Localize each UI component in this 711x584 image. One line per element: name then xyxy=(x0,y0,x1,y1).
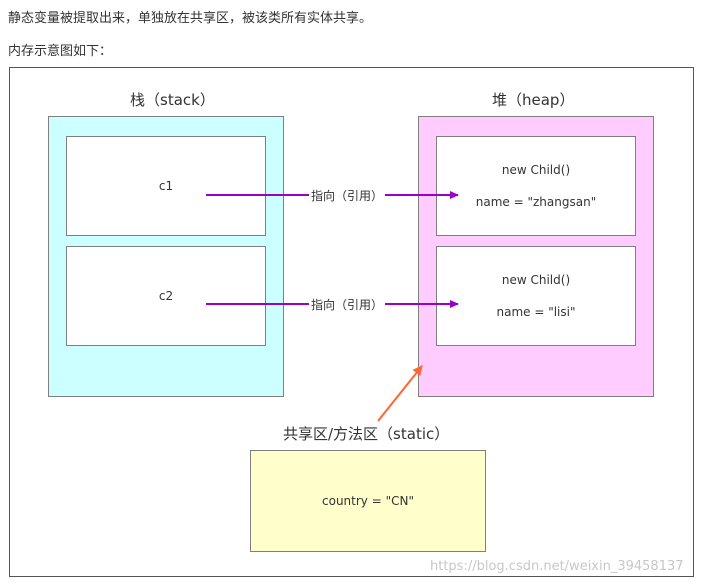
static-title: 共享区/方法区（static） xyxy=(283,425,450,443)
heap-object-2-field: name = "lisi" xyxy=(496,305,576,319)
stack-title: 栈（stack） xyxy=(130,91,215,109)
static-field: country = "CN" xyxy=(322,494,414,508)
watermark: https://blog.csdn.net/weixin_39458137 xyxy=(430,559,684,574)
static-to-heap-arrow xyxy=(377,365,423,422)
intro-text-line-2: 内存示意图如下： xyxy=(8,44,113,59)
stack-cell-c1 xyxy=(66,136,266,236)
stack-cell-c2-label: c2 xyxy=(158,289,174,303)
heap-title: 堆（heap） xyxy=(492,91,575,109)
heap-object-1 xyxy=(436,136,636,236)
arrow-label-c1: 指向（引用） xyxy=(308,187,386,204)
heap-object-1-field: name = "zhangsan" xyxy=(475,195,597,209)
intro-text-line-1: 静态变量被提取出来，单独放在共享区，被该类所有实体共享。 xyxy=(8,11,373,26)
heap-object-2-constructor: new Child() xyxy=(501,273,571,287)
static-region xyxy=(250,450,486,552)
arrow-label-c2: 指向（引用） xyxy=(308,296,386,313)
stack-cell-c1-label: c1 xyxy=(158,179,174,193)
stack-cell-c2 xyxy=(66,246,266,346)
heap-object-2 xyxy=(436,246,636,346)
heap-object-1-constructor: new Child() xyxy=(501,163,571,177)
diagram-frame xyxy=(9,67,694,577)
